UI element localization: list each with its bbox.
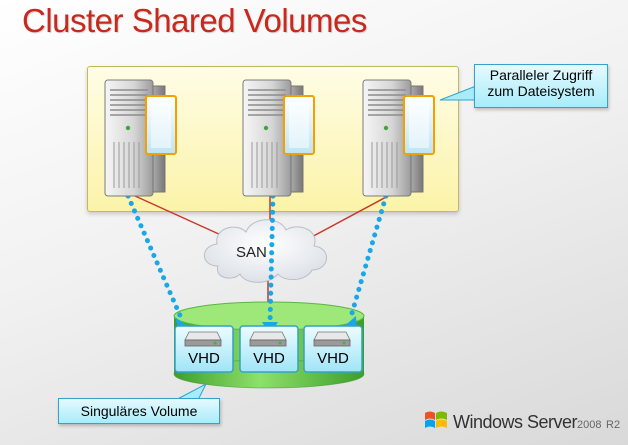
san-link-right — [305, 195, 389, 241]
vhd-label-3: VHD — [317, 350, 349, 367]
single-volume-callout: Singuläres Volume — [58, 398, 220, 424]
hard-drive-icon — [249, 331, 287, 347]
brand-edition: R2 — [606, 419, 621, 431]
hard-drive-icon — [184, 331, 222, 347]
windows-logo-icon — [425, 411, 447, 428]
parallel-access-callout: Paralleler Zugriff zum Dateisystem — [474, 64, 608, 108]
parallel-access-line1: Paralleler Zugriff — [489, 67, 593, 83]
vhd-label-1: VHD — [188, 350, 220, 367]
access-path-left — [125, 193, 185, 323]
brand-year: 2008 — [577, 419, 602, 431]
san-link-left — [134, 195, 233, 241]
access-path-right — [347, 193, 389, 323]
server-right — [362, 79, 435, 197]
parallel-access-line2: zum Dateisystem — [487, 83, 595, 99]
access-path-middle — [267, 193, 276, 327]
server-left — [104, 79, 177, 197]
slide-title: Cluster Shared Volumes — [22, 2, 367, 39]
san-cloud — [203, 219, 327, 283]
windows-server-brand: Windows Server2008 R2 — [424, 408, 624, 436]
callout-pointer — [439, 85, 477, 101]
access-paths — [125, 193, 389, 327]
vhd-box-1 — [174, 325, 234, 373]
san-label: SAN — [236, 244, 267, 261]
brand-name: Windows Server — [453, 412, 578, 432]
server-middle — [242, 79, 315, 197]
vhd-box-3 — [303, 325, 363, 373]
hard-drive-icon — [313, 331, 351, 347]
vhd-box-2 — [239, 325, 299, 373]
vhd-label-2: VHD — [253, 350, 285, 367]
